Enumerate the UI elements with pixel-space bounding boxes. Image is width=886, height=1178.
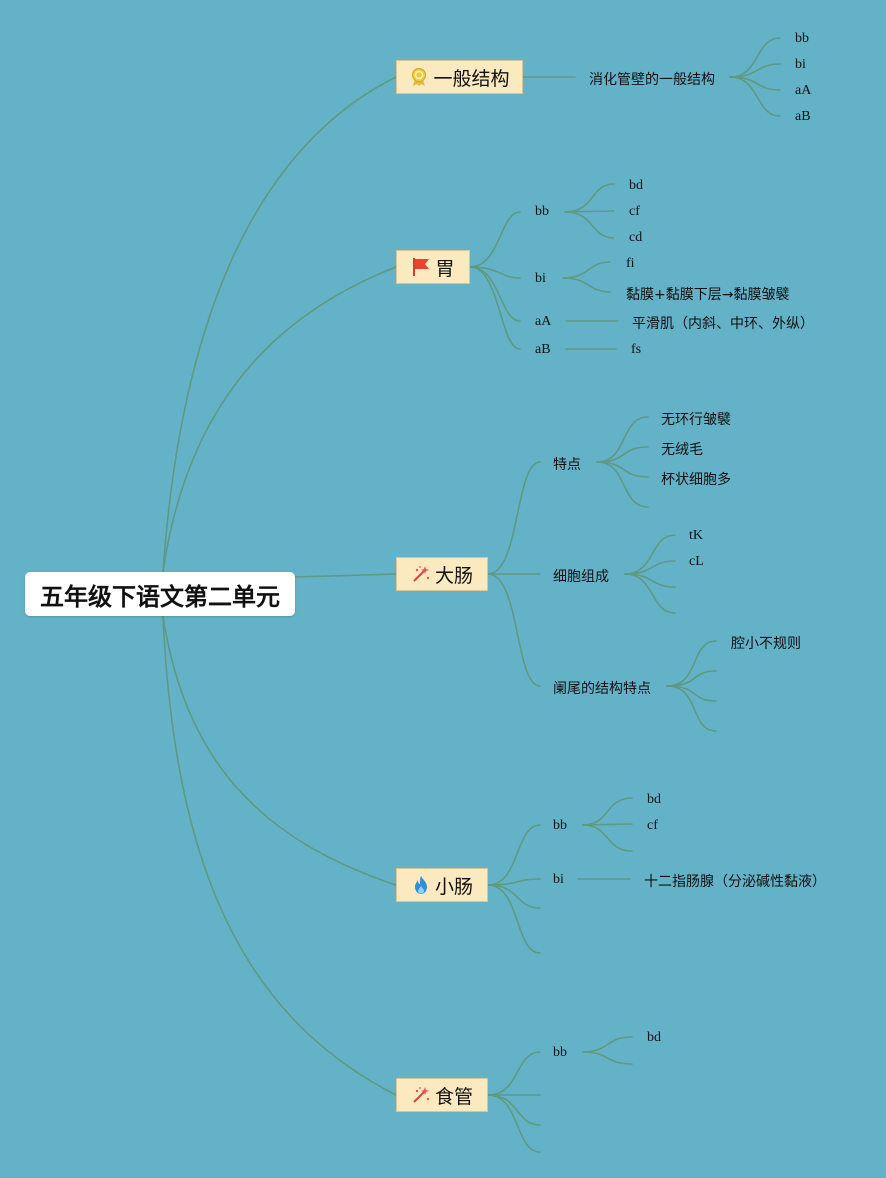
red-flag-icon [411, 257, 431, 277]
topic-small-intestine[interactable]: 小肠 [396, 868, 488, 902]
magic-wand-icon [411, 564, 431, 584]
leaf-node[interactable]: bi [795, 57, 806, 72]
leaf-node[interactable]: 十二指肠腺（分泌碱性黏液） [644, 874, 826, 890]
leaf-node[interactable]: bd [629, 178, 643, 193]
magic-wand-icon [411, 1085, 431, 1105]
leaf-node[interactable]: 平滑肌（内斜、中环、外纵） [632, 316, 814, 332]
topic-general-structure[interactable]: 一般结构 [396, 60, 523, 94]
subtopic-node[interactable]: 细胞组成 [553, 569, 609, 585]
ribbon-award-icon [409, 67, 429, 87]
topic-label: 大肠 [434, 564, 473, 587]
leaf-node[interactable]: cL [689, 554, 704, 569]
subtopic-node[interactable]: bb [535, 204, 549, 219]
subtopic-node[interactable]: aB [535, 342, 551, 357]
central-topic[interactable]: 五年级下语文第二单元 [25, 572, 295, 616]
leaf-node[interactable]: tK [689, 528, 703, 543]
leaf-node[interactable]: 无绒毛 [661, 442, 703, 458]
central-topic-label: 五年级下语文第二单元 [40, 582, 280, 611]
leaf-node[interactable]: bd [647, 792, 661, 807]
leaf-node[interactable]: 黏膜+黏膜下层→黏膜皱襞 [626, 287, 790, 303]
fire-icon [411, 875, 431, 895]
subtopic-node[interactable]: 特点 [553, 457, 581, 473]
leaf-node[interactable]: cf [647, 818, 658, 833]
topic-label: 食管 [434, 1085, 473, 1108]
subtopic-node[interactable]: bi [553, 872, 564, 887]
topic-large-intestine[interactable]: 大肠 [396, 557, 488, 591]
leaf-node[interactable]: cd [629, 230, 643, 245]
leaf-node[interactable]: bd [647, 1030, 661, 1045]
topic-label: 小肠 [434, 875, 473, 898]
subtopic-node[interactable]: bi [535, 271, 546, 286]
subtopic-node[interactable]: 阑尾的结构特点 [553, 681, 651, 697]
subtopic-general-structure[interactable]: 消化管壁的一般结构 [589, 72, 715, 88]
leaf-node[interactable]: aA [795, 83, 812, 98]
leaf-node[interactable]: fi [626, 256, 635, 271]
subtopic-node[interactable]: aA [535, 314, 552, 329]
leaf-node[interactable]: aB [795, 109, 811, 124]
leaf-node[interactable]: cf [629, 204, 640, 219]
subtopic-node[interactable]: bb [553, 818, 567, 833]
leaf-node[interactable]: 杯状细胞多 [661, 472, 731, 488]
leaf-node[interactable]: 无环行皱襞 [661, 412, 731, 428]
topic-esophagus[interactable]: 食管 [396, 1078, 488, 1112]
topic-label: 一般结构 [433, 67, 510, 90]
subtopic-node[interactable]: bb [553, 1045, 567, 1060]
leaf-node[interactable]: fs [631, 342, 642, 357]
topic-stomach[interactable]: 胃 [396, 250, 470, 284]
leaf-node[interactable]: 腔小不规则 [731, 636, 801, 652]
leaf-node[interactable]: bb [795, 31, 809, 46]
topic-label: 胃 [435, 257, 455, 280]
